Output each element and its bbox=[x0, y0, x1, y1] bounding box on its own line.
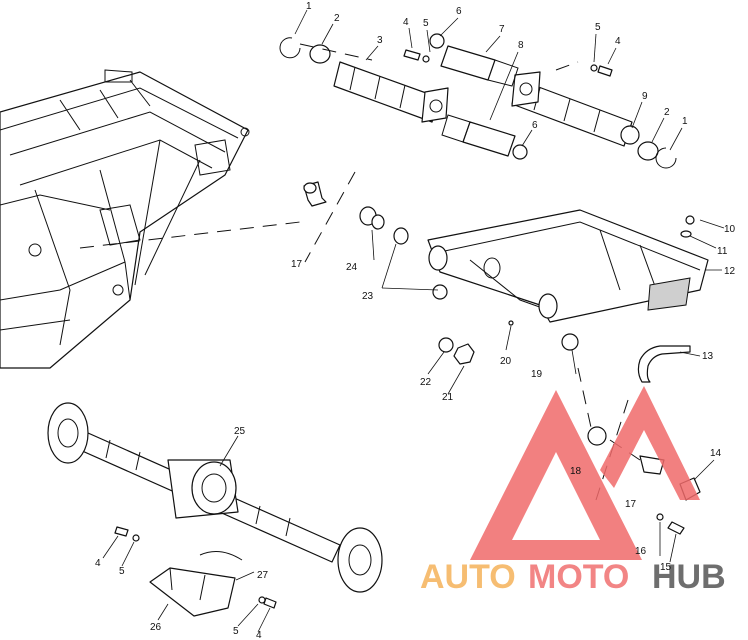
pivot-shaft-upper bbox=[440, 45, 519, 87]
callout-21: 21 bbox=[442, 392, 454, 403]
frame-assembly bbox=[0, 69, 250, 369]
callout-15: 15 bbox=[660, 562, 672, 573]
watermark-text-hub: HUB bbox=[652, 558, 726, 596]
callout-27: 27 bbox=[257, 570, 269, 581]
watermark-triangle-inner bbox=[600, 386, 700, 500]
rear-axle bbox=[47, 402, 383, 593]
skid-guard bbox=[149, 550, 243, 617]
bolts-top bbox=[403, 49, 613, 77]
callout-2: 2 bbox=[664, 107, 670, 118]
callout-5: 5 bbox=[423, 18, 429, 29]
callout-4: 4 bbox=[615, 36, 621, 47]
callout-19: 19 bbox=[531, 369, 543, 380]
callout-9: 9 bbox=[642, 91, 648, 102]
callout-4: 4 bbox=[256, 630, 262, 640]
pivot-shaft-lower bbox=[441, 114, 516, 157]
callout-4: 4 bbox=[403, 17, 409, 28]
callout-7: 7 bbox=[499, 24, 505, 35]
callout-5: 5 bbox=[595, 22, 601, 33]
watermark-text-auto: AUTO bbox=[420, 558, 516, 596]
pivot-bolt-left bbox=[303, 181, 327, 207]
callout-5: 5 bbox=[119, 566, 125, 577]
callout-3: 3 bbox=[377, 35, 383, 46]
callout-11: 11 bbox=[717, 246, 728, 257]
callout-13: 13 bbox=[702, 351, 714, 362]
callout-26: 26 bbox=[150, 622, 162, 633]
bearing-assembly bbox=[359, 206, 579, 365]
callout-1: 1 bbox=[306, 1, 312, 12]
callout-1: 1 bbox=[682, 116, 688, 127]
callout-24: 24 bbox=[346, 262, 358, 273]
callout-17: 17 bbox=[291, 259, 303, 270]
callout-12: 12 bbox=[724, 266, 736, 277]
callout-20: 20 bbox=[500, 356, 512, 367]
callout-17: 17 bbox=[625, 499, 637, 510]
leader-lines bbox=[102, 9, 725, 633]
callout-16: 16 bbox=[635, 546, 647, 557]
callout-labels: 1 2 3 4 5 6 7 8 5 4 9 2 1 6 10 11 12 13 … bbox=[95, 1, 736, 640]
watermark-logo: AUTO MOTO HUB bbox=[420, 386, 726, 596]
callout-8: 8 bbox=[518, 40, 524, 51]
callout-23: 23 bbox=[362, 291, 374, 302]
callout-6: 6 bbox=[456, 6, 462, 17]
callout-10: 10 bbox=[724, 224, 736, 235]
callout-18: 18 bbox=[570, 466, 582, 477]
swing-arm bbox=[427, 209, 709, 323]
pivot-tube-right bbox=[511, 71, 633, 147]
axle-bolts bbox=[114, 526, 277, 609]
callout-4: 4 bbox=[95, 558, 101, 569]
watermark-triangle bbox=[470, 390, 642, 560]
callout-5: 5 bbox=[233, 626, 239, 637]
cable-clamp bbox=[637, 345, 691, 383]
watermark-text-moto: MOTO bbox=[528, 558, 629, 596]
callout-2: 2 bbox=[334, 13, 340, 24]
pivot-tube-left bbox=[333, 61, 449, 123]
callout-25: 25 bbox=[234, 426, 246, 437]
callout-6: 6 bbox=[532, 120, 538, 131]
bushings-top bbox=[279, 33, 677, 169]
callout-14: 14 bbox=[710, 448, 722, 459]
callout-22: 22 bbox=[420, 377, 432, 388]
